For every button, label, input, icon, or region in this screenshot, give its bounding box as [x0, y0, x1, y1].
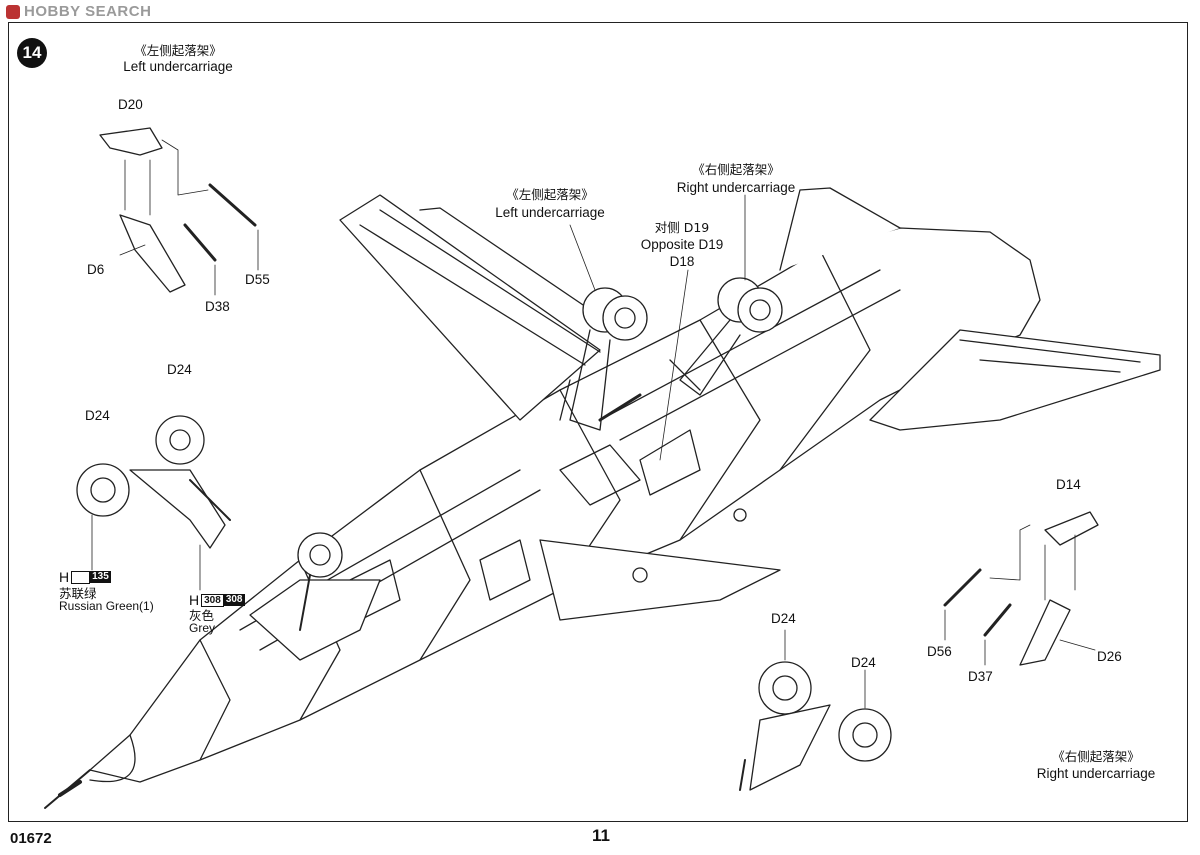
- product-code: 01672: [10, 830, 52, 847]
- opposite-part-en: Opposite D19: [640, 237, 724, 252]
- right-bottom-title-en: Right undercarriage: [1036, 766, 1156, 781]
- color-code-letter: H: [189, 592, 200, 608]
- color-code-a: 308: [201, 593, 224, 607]
- color-code-letter: H: [59, 569, 70, 585]
- part-label-d26: D26: [1097, 649, 1122, 664]
- hobby-search-logo-icon: [6, 4, 20, 19]
- color-swatch-h135: H 135: [59, 569, 111, 585]
- part-label-d24-upper: D24: [167, 362, 192, 377]
- right-top-exploded-gear: [943, 511, 1099, 666]
- part-label-d37: D37: [968, 669, 993, 684]
- part-label-d56: D56: [927, 644, 952, 659]
- center-left-title-zh: 《左侧起落架》: [506, 187, 594, 202]
- center-left-title-en: Left undercarriage: [495, 205, 605, 220]
- color-code-b: 308: [223, 594, 245, 606]
- part-label-d24-right-lower: D24: [851, 655, 876, 670]
- part-label-d24-lower: D24: [85, 408, 110, 423]
- color-box: [71, 570, 91, 584]
- page-number: 11: [592, 826, 610, 845]
- part-label-d14: D14: [1056, 477, 1081, 492]
- center-right-title-zh: 《右侧起落架》: [692, 162, 780, 177]
- aircraft-fuselage: [44, 187, 1161, 809]
- color-name-en-grey: Grey: [189, 621, 216, 635]
- part-label-d24-right-upper: D24: [771, 611, 796, 626]
- page-border: [8, 22, 1188, 822]
- aircraft-wing: [339, 194, 621, 421]
- part-label-d20: D20: [118, 97, 143, 112]
- color-swatch-h308: H 308 308: [189, 592, 245, 608]
- left-wheel-assembly: [76, 415, 231, 591]
- part-label-d18: D18: [669, 254, 695, 269]
- top-left-title-zh: 《左侧起落架》: [134, 43, 222, 58]
- opposite-part-zh: 对侧 D19: [654, 220, 710, 235]
- color-name-zh-grey: 灰色: [189, 608, 215, 623]
- part-label-d6: D6: [87, 262, 105, 277]
- right-bottom-wheel-assembly: [739, 629, 892, 791]
- top-left-exploded-gear: [99, 127, 259, 296]
- right-bottom-title-zh: 《右侧起落架》: [1052, 749, 1140, 764]
- part-label-d55: D55: [245, 272, 270, 287]
- watermark: HOBBY SEARCH: [6, 3, 151, 20]
- color-code: 135: [90, 571, 111, 583]
- color-name-zh-russian-green: 苏联绿: [59, 586, 97, 601]
- center-right-title-en: Right undercarriage: [676, 180, 796, 195]
- watermark-text: HOBBY SEARCH: [24, 3, 152, 20]
- center-landing-gear: [297, 194, 783, 631]
- color-name-en-russian-green: Russian Green(1): [59, 599, 154, 613]
- part-label-d38: D38: [205, 299, 230, 314]
- step-number-badge: 14: [17, 38, 47, 68]
- top-left-title-en: Left undercarriage: [123, 59, 233, 74]
